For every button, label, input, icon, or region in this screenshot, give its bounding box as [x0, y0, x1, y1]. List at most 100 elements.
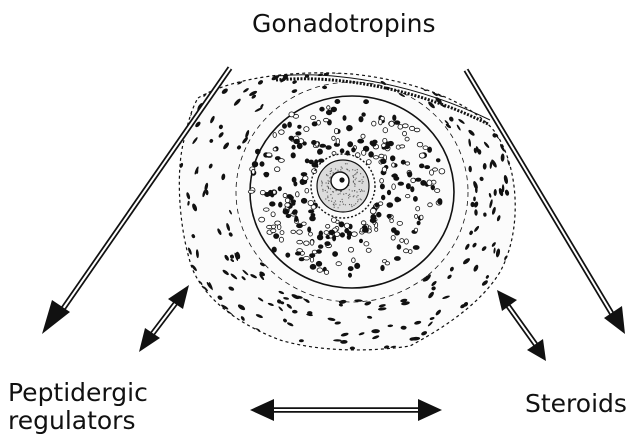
theca-cell	[518, 277, 525, 284]
theca-cell	[548, 285, 551, 291]
granulosa-cell	[317, 268, 323, 272]
theca-cell	[467, 52, 474, 59]
oocyte-dot	[346, 193, 347, 194]
granulosa-cell	[297, 230, 303, 234]
granulosa-cell	[336, 138, 339, 144]
theca-cell	[241, 325, 247, 332]
theca-cell	[365, 1, 372, 4]
theca-cell	[168, 251, 172, 256]
granulosa-cell	[296, 192, 300, 197]
oocyte-dot	[329, 181, 330, 182]
granulosa-cell	[292, 211, 296, 215]
granulosa-cell	[344, 223, 349, 228]
oocyte-dot	[363, 176, 364, 177]
theca-cell	[240, 12, 248, 19]
granulosa-cell	[348, 142, 353, 147]
granulosa-cell	[316, 261, 322, 266]
theca-cell	[120, 201, 125, 207]
oocyte-dot	[353, 181, 354, 182]
theca-cell	[423, 72, 429, 76]
theca-cell	[514, 224, 519, 233]
granulosa-cell	[351, 232, 357, 237]
oocyte-dot	[326, 182, 327, 183]
theca-cell	[178, 210, 181, 219]
theca-cell	[550, 303, 556, 310]
granulosa-cell	[401, 160, 405, 164]
theca-cell	[164, 98, 170, 107]
oocyte-dot	[331, 170, 332, 171]
theca-cell	[488, 326, 494, 331]
granulosa-cell	[362, 150, 366, 155]
theca-cell	[584, 176, 589, 184]
granulosa-cell	[385, 145, 389, 148]
theca-cell	[146, 202, 150, 207]
oocyte-dot	[351, 206, 352, 207]
oocyte-dot	[355, 184, 356, 185]
theca-cell	[514, 291, 519, 296]
granulosa-cell	[395, 197, 400, 202]
theca-cell	[532, 146, 534, 151]
theca-cell	[368, 373, 373, 377]
oocyte-dot	[339, 193, 340, 194]
theca-cell	[513, 287, 520, 294]
theca-cell	[510, 51, 517, 57]
oocyte-dot	[349, 189, 350, 190]
theca-cell	[435, 74, 442, 82]
granulosa-cell	[271, 229, 276, 233]
theca-cell	[412, 360, 419, 366]
theca-cell	[547, 95, 551, 104]
theca-cell	[422, 54, 429, 59]
theca-cell	[488, 306, 495, 314]
granulosa-cell	[282, 124, 286, 129]
theca-cell	[297, 58, 302, 61]
theca-cell	[227, 357, 232, 360]
granulosa-cell	[332, 152, 336, 155]
oocyte-dot	[353, 177, 354, 178]
theca-cell	[325, 393, 333, 397]
granulosa-cell	[294, 139, 300, 144]
theca-cell	[577, 142, 582, 149]
theca-cell	[528, 323, 534, 328]
granulosa-cell	[408, 172, 412, 177]
theca-cell	[588, 188, 592, 195]
granulosa-cell	[334, 128, 338, 133]
granulosa-cell	[266, 153, 272, 157]
theca-cell	[473, 98, 478, 103]
granulosa-cell	[303, 142, 307, 145]
theca-cell	[200, 306, 204, 312]
granulosa-cell	[302, 222, 307, 225]
granulosa-cell	[392, 163, 395, 167]
theca-cell	[278, 56, 284, 61]
granulosa-cell	[362, 113, 366, 117]
theca-cell	[447, 337, 452, 342]
theca-cell	[396, 0, 401, 1]
theca-cell	[346, 43, 355, 47]
theca-cell	[552, 259, 560, 268]
granulosa-cell	[332, 136, 336, 140]
theca-cell	[505, 76, 511, 82]
granulosa-cell	[397, 245, 401, 250]
theca-cell	[389, 39, 396, 44]
oocyte-dot	[338, 207, 339, 208]
theca-cell	[154, 309, 162, 318]
granulosa-cell	[278, 187, 281, 191]
theca-cell	[540, 232, 543, 239]
theca-cell	[243, 34, 250, 40]
theca-cell	[491, 102, 498, 108]
theca-cell	[386, 62, 395, 68]
theca-cell	[524, 276, 532, 283]
theca-cell	[139, 144, 144, 149]
theca-cell	[170, 55, 177, 62]
granulosa-cell	[286, 253, 290, 257]
oocyte-dot	[329, 177, 330, 178]
theca-cell	[531, 219, 537, 228]
granulosa-cell	[359, 117, 363, 122]
granulosa-cell	[382, 167, 386, 172]
granulosa-cell	[397, 221, 402, 225]
theca-cell	[250, 42, 255, 47]
oocyte-dot	[330, 188, 331, 189]
theca-cell	[526, 142, 530, 151]
theca-cell	[211, 303, 218, 311]
granulosa-cell	[308, 227, 311, 232]
granulosa-cell	[400, 239, 404, 243]
